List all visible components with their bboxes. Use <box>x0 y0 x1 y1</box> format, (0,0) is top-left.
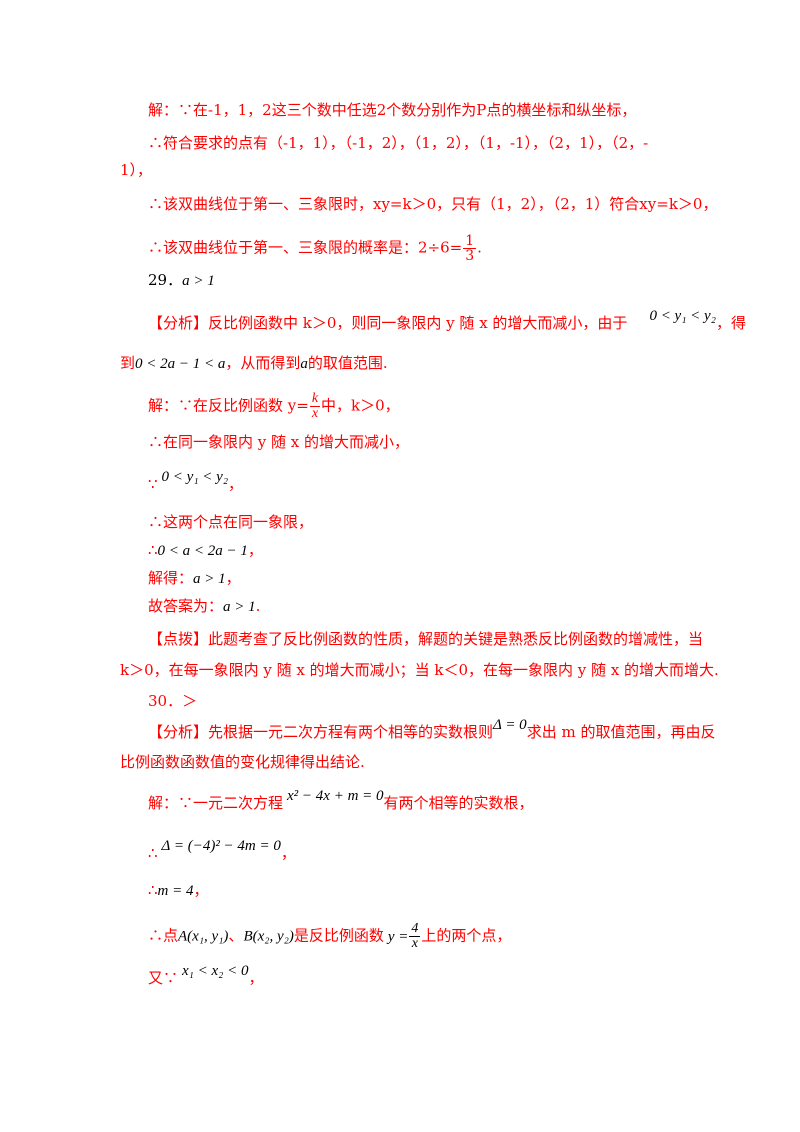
q29-analysis-variable: a <box>300 356 308 372</box>
q28-probability-text: ∴该双曲线位于第一、三象限的概率是：2÷6= <box>148 238 463 257</box>
q30-function-lhs: y = <box>387 928 409 945</box>
q30-point-a: A(x₁, y₁) <box>178 928 229 945</box>
q28-solution-line-2: ∴符合要求的点有（-1，1），（-1，2），（1，2），（1，-1），（2，1）… <box>148 134 649 152</box>
q30-analysis-text-b: 求出 m 的取值范围，再由反 <box>526 723 716 741</box>
fraction-numerator: 1 <box>463 233 477 249</box>
therefore-symbol: ∴ <box>148 541 158 559</box>
q30-delta-zero: Δ = 0 <box>493 717 527 733</box>
q30-solution-line-3: ∴m = 4， <box>148 880 209 901</box>
q29-sol7-end: . <box>255 597 261 615</box>
q29-sol5-inequality: 0 < a < 2a − 1 <box>157 543 248 559</box>
q30-sol4-text-a: ∴点 <box>148 926 179 945</box>
q28-line5-end: . <box>477 238 482 257</box>
q30-sol4-text-b: 是反比例函数 <box>293 926 384 945</box>
fraction-numerator: k <box>309 391 321 407</box>
therefore-symbol: ∴ <box>148 881 158 899</box>
q29-analysis-text-c1: 到 <box>120 354 136 372</box>
q30-solution-line-5: 又∵x₁ < x₂ < 0， <box>148 963 264 989</box>
q29-solution-line-2: ∴在同一象限内 y 随 x 的增大而减小， <box>148 433 410 451</box>
q30-sol3-end: ， <box>193 881 209 899</box>
q28-solution-line-1: 解：∵在-1，1，2这三个数中任选2个数分别作为P点的横坐标和纵坐标， <box>148 101 637 119</box>
q29-solution-line-5: ∴0 < a < 2a − 1， <box>148 540 263 561</box>
q30-m-value: m = 4 <box>157 883 194 899</box>
q30-sol4-text-c: 上的两个点， <box>421 926 512 945</box>
q29-analysis-text-b: ，得 <box>715 314 746 332</box>
q29-solution-line-6: 解得：a > 1， <box>148 568 241 589</box>
q29-tip-line-1: 【点拨】此题考查了反比例函数的性质，解题的关键是熟悉反比例函数的增减性，当 <box>148 629 703 649</box>
q30-number: 30． <box>148 692 183 710</box>
q29-final-answer: a > 1 <box>223 599 256 615</box>
q30-discriminant: Δ = (−4)² − 4m = 0 <box>161 838 281 854</box>
q29-solution-line-7: 故答案为：a > 1. <box>148 596 260 617</box>
q30-answer: ＞ <box>182 692 198 710</box>
q29-sol6-end: ， <box>225 569 241 587</box>
q29-analysis-text-c3: 的取值范围. <box>307 354 388 372</box>
q30-solution-line-2: ∴Δ = (−4)² − 4m = 0， <box>148 838 296 864</box>
fraction-denominator: x <box>311 406 319 421</box>
q30-sol2-end: ， <box>280 844 296 862</box>
q30-quadratic-equation: x² − 4x + m = 0 <box>287 788 384 804</box>
q29-analysis-line-2: 到0 < 2a − 1 < a，从而得到a的取值范围. <box>120 353 388 374</box>
q30-analysis-text-a: 先根据一元二次方程有两个相等的实数根则 <box>208 723 494 741</box>
q29-sol6-text: 解得： <box>148 569 194 587</box>
fraction-denominator: x <box>411 936 418 951</box>
q29-sol1-text-b: 中，k＞0， <box>321 396 400 415</box>
q30-analysis-label: 【分析】 <box>148 723 209 741</box>
q29-analysis-line-1: 【分析】反比例函数中 k＞0，则同一象限内 y 随 x 的增大而减小，由于 0 <… <box>148 308 746 334</box>
because-symbol: ∵ <box>148 475 158 493</box>
fraction-numerator: 4 <box>409 921 421 937</box>
q29-solution-line-3: ∵0 < y₁ < y₂， <box>148 469 244 495</box>
q29-sol5-end: ， <box>247 541 263 559</box>
q30-sol1-text-b: 有两个相等的实数根， <box>383 794 534 812</box>
q29-sol3-inequality: 0 < y₁ < y₂ <box>161 469 229 485</box>
q28-solution-line-4: ∴该双曲线位于第一、三象限时，xy=k＞0，只有（1，2），（2，1）符合xy=… <box>148 195 718 213</box>
q30-header: 30．＞ <box>148 691 197 711</box>
q29-analysis-inequality-2: 0 < 2a − 1 < a <box>135 356 226 372</box>
q29-sol6-result: a > 1 <box>193 571 226 587</box>
q30-point-b: B(x₂, y₂) <box>243 928 294 945</box>
q30-sol5-text-a: 又∵ <box>148 969 179 987</box>
q29-analysis-inequality: 0 < y₁ < y₂ <box>649 308 716 324</box>
q29-answer-label: 故答案为： <box>148 597 224 615</box>
q29-solution-line-4: ∴这两个点在同一象限， <box>148 513 314 531</box>
q30-separator: 、 <box>228 926 244 945</box>
q29-answer: a > 1 <box>182 273 215 289</box>
q29-analysis-text-a: 反比例函数中 k＞0，则同一象限内 y 随 x 的增大而减小，由于 <box>208 314 628 332</box>
q29-analysis-label: 【分析】 <box>148 314 209 332</box>
q29-analysis-text-c2: ，从而得到 <box>225 354 301 372</box>
q29-sol1-text-a: 解：∵在反比例函数 y= <box>148 396 309 415</box>
q30-analysis-line-2: 比例函数函数值的变化规律得出结论. <box>120 753 365 771</box>
q30-analysis-line-1: 【分析】先根据一元二次方程有两个相等的实数根则Δ = 0求出 m 的取值范围，再… <box>148 717 716 743</box>
q29-number: 29． <box>148 271 183 289</box>
q28-solution-line-3: 1）， <box>120 161 153 179</box>
fraction-denominator: 3 <box>465 248 475 264</box>
q29-sol3-end: ， <box>228 475 244 493</box>
q29-tip-text-1: 此题考查了反比例函数的性质，解题的关键是熟悉反比例函数的增减性，当 <box>208 630 704 648</box>
therefore-symbol: ∴ <box>148 844 158 862</box>
q30-x-inequality: x₁ < x₂ < 0 <box>182 963 249 979</box>
q29-tip-line-2: k＞0，在每一象限内 y 随 x 的增大而减小；当 k＜0，在每一象限内 y 随… <box>120 661 719 679</box>
q30-sol1-text-a: 解：∵一元二次方程 <box>148 794 284 812</box>
q29-header: 29．a > 1 <box>148 270 215 291</box>
q30-sol5-end: ， <box>248 969 264 987</box>
q29-tip-label: 【点拨】 <box>148 630 209 648</box>
